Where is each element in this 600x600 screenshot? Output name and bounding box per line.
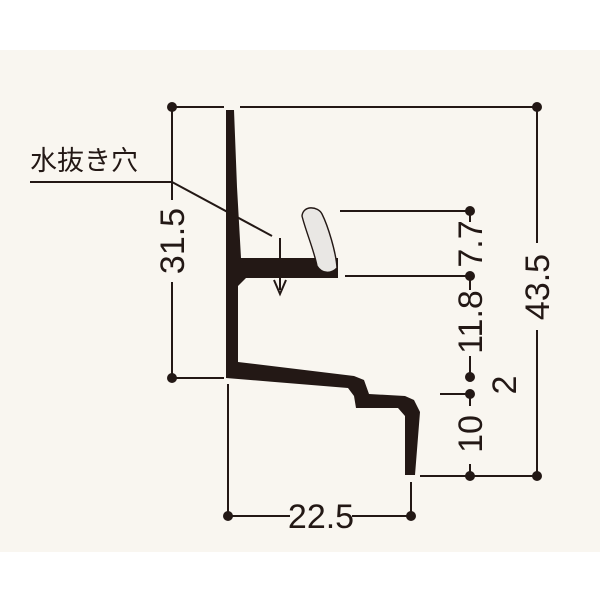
callout-leader-diagonal xyxy=(171,181,273,237)
bottom-height-label: 10 xyxy=(452,415,490,453)
drain-hole-label: 水抜き穴 xyxy=(30,146,138,177)
total-height-label: 43.5 xyxy=(519,254,557,320)
upper-gap-label: 7.7 xyxy=(452,220,490,267)
dim-dot xyxy=(465,471,475,481)
width-label: 22.5 xyxy=(288,498,354,536)
dim-dot xyxy=(223,511,233,521)
gasket xyxy=(301,207,338,273)
left-height-label: 31.5 xyxy=(154,208,192,274)
middle-height-label: 11.8 xyxy=(452,290,490,354)
arrow-down-icon xyxy=(273,238,287,297)
aluminum-profile xyxy=(226,110,420,475)
dim-dot xyxy=(167,373,177,383)
dim-dot xyxy=(465,372,475,382)
dim-dot xyxy=(406,511,416,521)
step-label: 2 xyxy=(486,376,524,395)
drawing-background xyxy=(0,50,600,552)
